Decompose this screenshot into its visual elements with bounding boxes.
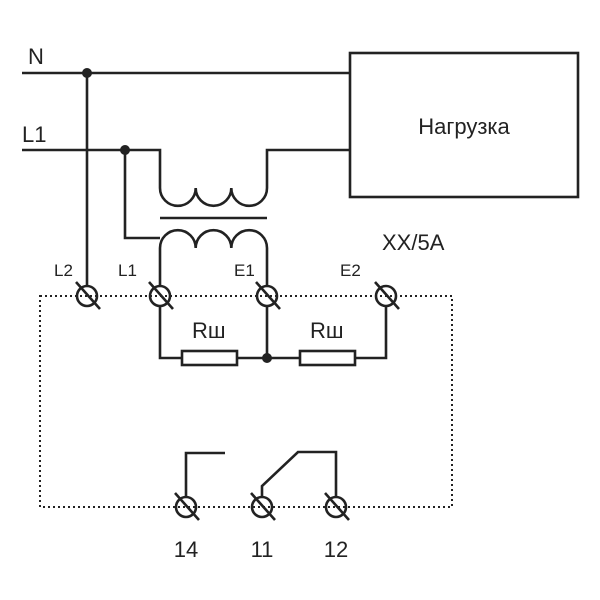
resistor-1-label: Rш xyxy=(192,318,226,343)
contact-14 xyxy=(184,451,225,497)
device-outline xyxy=(39,295,453,508)
junction-dot xyxy=(82,68,92,78)
junction-dot xyxy=(262,353,272,363)
resistor-2-label: Rш xyxy=(310,318,344,343)
secondary-coil xyxy=(158,228,269,286)
terminal-label: E2 xyxy=(340,261,361,280)
resistor-1 xyxy=(180,349,239,367)
load-label: Нагрузка xyxy=(418,114,510,139)
terminal-E1 xyxy=(255,281,281,310)
resistor-2 xyxy=(298,349,357,367)
changeover-contact xyxy=(260,450,338,497)
terminal-12 xyxy=(324,492,350,521)
transformer-rating: XX/5A xyxy=(382,230,445,255)
load-box xyxy=(348,51,580,199)
terminal-label: 12 xyxy=(324,537,348,562)
terminal-14 xyxy=(174,492,200,521)
terminal-11 xyxy=(250,492,276,521)
terminal-label: L2 xyxy=(54,261,73,280)
terminal-L2 xyxy=(75,281,101,310)
phase-label: L1 xyxy=(22,122,46,147)
terminal-label: L1 xyxy=(118,261,137,280)
terminal-L1 xyxy=(148,281,174,310)
terminal-label: 11 xyxy=(251,537,274,562)
neutral-label: N xyxy=(28,44,44,69)
phase-wire-primary-coil xyxy=(22,148,350,208)
secondary-tap-wire xyxy=(123,150,160,240)
terminal-label: 14 xyxy=(174,537,198,562)
terminal-E2 xyxy=(374,281,400,310)
terminal-label: E1 xyxy=(234,261,255,280)
